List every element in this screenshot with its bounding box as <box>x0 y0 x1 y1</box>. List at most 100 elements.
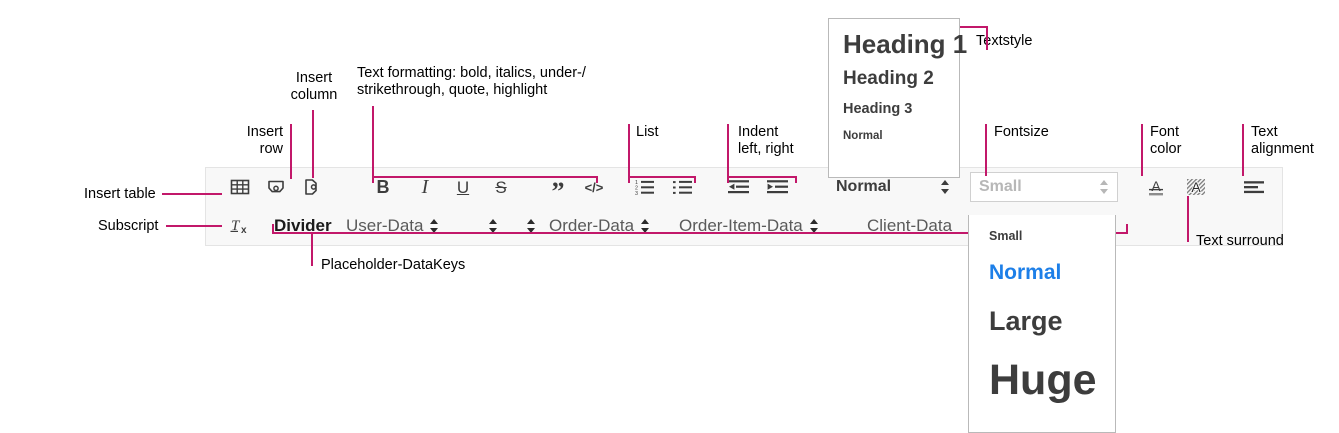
annotation-list: List <box>636 124 659 140</box>
bracket-placeholder-datakeys-left <box>272 224 274 233</box>
annotation-text-alignment: Text alignment <box>1251 124 1314 157</box>
leader-textstyle-v <box>986 26 988 50</box>
bracket-indent-left <box>727 176 729 183</box>
textstyle-option-heading-2[interactable]: Heading 2 <box>843 68 934 89</box>
fontsize-option-small[interactable]: Small <box>989 229 1023 243</box>
leader-font-color <box>1141 124 1143 176</box>
underline-button[interactable]: U <box>449 173 477 201</box>
annotation-fontsize: Fontsize <box>994 124 1049 140</box>
highlight-button[interactable]: </> <box>580 173 608 201</box>
annotation-placeholder-datakeys: Placeholder-DataKeys <box>321 257 466 273</box>
bracket-indent-top <box>727 176 797 178</box>
fontsize-option-large[interactable]: Large <box>989 306 1063 336</box>
insert-row-icon <box>266 177 286 197</box>
leader-subscript <box>166 225 222 227</box>
bracket-text-formatting-right <box>596 176 598 183</box>
ordered-list-button[interactable]: 1 2 3 <box>631 173 659 201</box>
placeholder-stepper-2[interactable] <box>523 211 539 241</box>
annotation-text-surround: Text surround <box>1196 233 1284 249</box>
outdent-icon <box>728 178 750 196</box>
bracket-list-top <box>628 176 696 178</box>
textstyle-value: Normal <box>836 178 892 195</box>
bracket-list-left <box>628 176 630 183</box>
text-alignment-icon <box>1243 178 1265 196</box>
textstyle-select[interactable]: Normal <box>828 172 958 202</box>
bold-icon: B <box>376 177 390 197</box>
chevron-updown-icon <box>430 218 439 234</box>
quote-icon: ” <box>551 177 565 206</box>
placeholder-stepper-1[interactable] <box>485 211 501 241</box>
bullet-list-icon <box>673 178 693 196</box>
leader-insert-table <box>162 193 222 195</box>
svg-text:A: A <box>1191 179 1201 195</box>
text-alignment-button[interactable] <box>1240 173 1268 201</box>
leader-list <box>628 124 630 178</box>
placeholder-key-label: Order-Data <box>549 216 635 235</box>
annotation-textstyle: Textstyle <box>976 33 1033 49</box>
placeholder-key-order-data[interactable]: Order-Data <box>549 211 650 241</box>
svg-text:A: A <box>1151 178 1161 194</box>
italic-button[interactable]: I <box>411 173 439 201</box>
leader-insert-column <box>312 110 314 178</box>
annotation-insert-row: Insert row <box>246 124 283 157</box>
fontsize-select[interactable]: Small <box>970 172 1118 202</box>
bracket-text-formatting-top <box>372 176 598 178</box>
ordered-list-icon: 1 2 3 <box>635 178 655 196</box>
underline-icon: U <box>456 177 470 197</box>
annotation-insert-column: Insert column <box>290 70 338 103</box>
svg-text:1: 1 <box>635 180 638 186</box>
leader-insert-row <box>290 124 292 179</box>
font-color-icon: A <box>1145 177 1167 197</box>
strikethrough-icon: S <box>495 177 507 197</box>
bracket-placeholder-datakeys-bottom <box>272 232 1128 234</box>
highlight-icon: </> <box>584 179 604 195</box>
leader-text-surround <box>1187 196 1189 242</box>
placeholder-key-user-data[interactable]: User-Data <box>346 211 439 241</box>
leader-indent <box>727 124 729 178</box>
leader-placeholder-datakeys-v <box>311 232 313 266</box>
insert-table-icon <box>230 177 250 197</box>
toolbar-row-placeholders: T x Divider User-Data Order-Da <box>206 207 1282 246</box>
textstyle-option-heading-3[interactable]: Heading 3 <box>843 101 913 117</box>
textstyle-dropdown[interactable]: Heading 1 Heading 2 Heading 3 Normal <box>828 18 968 178</box>
leader-text-alignment <box>1242 124 1244 176</box>
insert-table-button[interactable] <box>226 173 254 201</box>
placeholder-key-label: Divider <box>274 216 332 235</box>
indent-button[interactable] <box>764 173 792 201</box>
svg-text:x: x <box>241 225 247 236</box>
fontsize-option-normal[interactable]: Normal <box>989 261 1062 284</box>
outdent-button[interactable] <box>725 173 753 201</box>
quote-button[interactable]: ” <box>544 173 572 206</box>
textstyle-option-normal[interactable]: Normal <box>843 130 883 142</box>
placeholder-key-label: Client-Data <box>867 216 953 235</box>
subscript-button[interactable]: T x <box>226 212 254 240</box>
chevron-updown-icon <box>941 179 950 195</box>
indent-icon <box>767 178 789 196</box>
insert-column-icon <box>302 177 322 197</box>
text-surround-icon: A <box>1185 177 1207 197</box>
svg-text:3: 3 <box>635 191 638 196</box>
placeholder-key-order-item-data[interactable]: Order-Item-Data <box>679 211 819 241</box>
bullet-list-button[interactable] <box>669 173 697 201</box>
insert-column-button[interactable] <box>298 173 326 201</box>
svg-text:T: T <box>231 218 241 234</box>
placeholder-key-label: User-Data <box>346 216 424 235</box>
strikethrough-button[interactable]: S <box>487 173 515 201</box>
fontsize-dropdown[interactable]: Small Normal Large Huge <box>968 215 1116 433</box>
placeholder-key-divider[interactable]: Divider <box>274 211 332 241</box>
leader-text-formatting <box>372 106 374 178</box>
chevron-updown-icon <box>526 218 536 234</box>
bold-button[interactable]: B <box>369 173 397 201</box>
annotation-font-color: Font color <box>1150 124 1182 157</box>
fontsize-option-huge[interactable]: Huge <box>989 356 1097 404</box>
font-color-button[interactable]: A <box>1142 173 1170 201</box>
annotation-insert-table: Insert table <box>84 186 156 202</box>
textstyle-option-heading-1[interactable]: Heading 1 <box>843 29 968 59</box>
bracket-text-formatting-left <box>372 176 374 183</box>
placeholder-key-client-data[interactable]: Client-Data <box>867 211 952 241</box>
text-surround-button[interactable]: A <box>1182 173 1210 201</box>
insert-row-button[interactable] <box>262 173 290 201</box>
annotation-indent: Indent left, right <box>738 124 794 157</box>
leader-fontsize <box>985 124 987 176</box>
